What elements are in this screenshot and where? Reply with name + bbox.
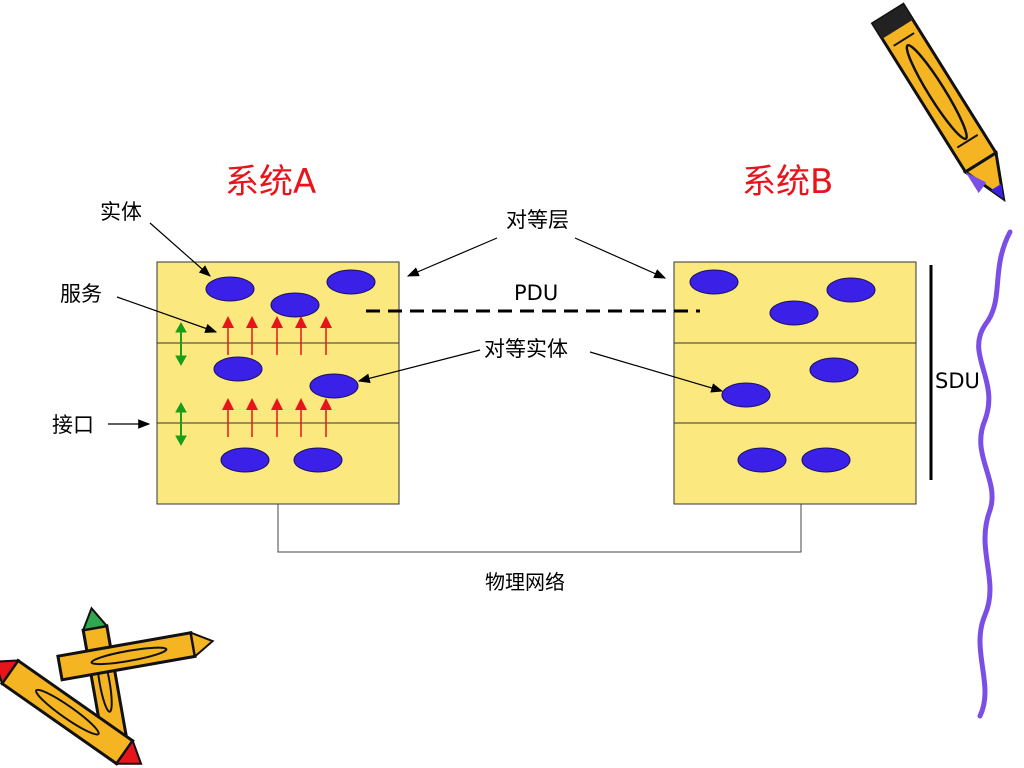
crayons-icon (0, 606, 215, 766)
entity (205, 276, 255, 302)
peer-layer-pointer-left (406, 237, 498, 277)
pointer-lines (108, 222, 724, 429)
pdu-label: PDU (514, 281, 558, 305)
entity (220, 447, 270, 473)
entity (826, 277, 876, 303)
entity (809, 357, 859, 383)
entity (270, 292, 320, 318)
entity (309, 373, 359, 399)
entity (689, 269, 739, 295)
interface-label: 接口 (52, 413, 94, 437)
system-b-box (673, 261, 917, 505)
service-arrows-upper (222, 316, 332, 355)
peer-layer-pointer-right (574, 237, 667, 279)
wavy-line-decoration (976, 229, 1013, 719)
system-b-title: 系统B (742, 162, 833, 202)
entity (737, 447, 787, 473)
entity-pointer (149, 222, 211, 277)
interface-arrow-lower (175, 401, 187, 447)
pencil-icon (870, 2, 1006, 203)
sdu-label: SDU (935, 369, 980, 393)
entity-label: 实体 (100, 200, 142, 224)
service-label: 服务 (60, 282, 102, 306)
entity (721, 382, 771, 408)
system-b-entities (689, 269, 876, 473)
peer-entity-pointer-right (589, 351, 724, 393)
entity (801, 447, 851, 473)
peer-entity-label: 对等实体 (484, 337, 568, 361)
physical-network-line (277, 504, 802, 553)
entity (769, 300, 819, 326)
physical-network-label: 物理网络 (485, 570, 565, 594)
system-a-title: 系统A (225, 162, 316, 202)
system-a-entities (205, 269, 376, 473)
peer-layer-label: 对等层 (506, 208, 569, 232)
entity (293, 447, 343, 473)
entity (326, 269, 376, 295)
peer-entity-pointer-left (357, 349, 481, 383)
entity (213, 356, 263, 382)
interface-arrow-upper (175, 321, 187, 367)
service-pointer (116, 296, 218, 333)
service-arrows-lower (222, 398, 332, 437)
